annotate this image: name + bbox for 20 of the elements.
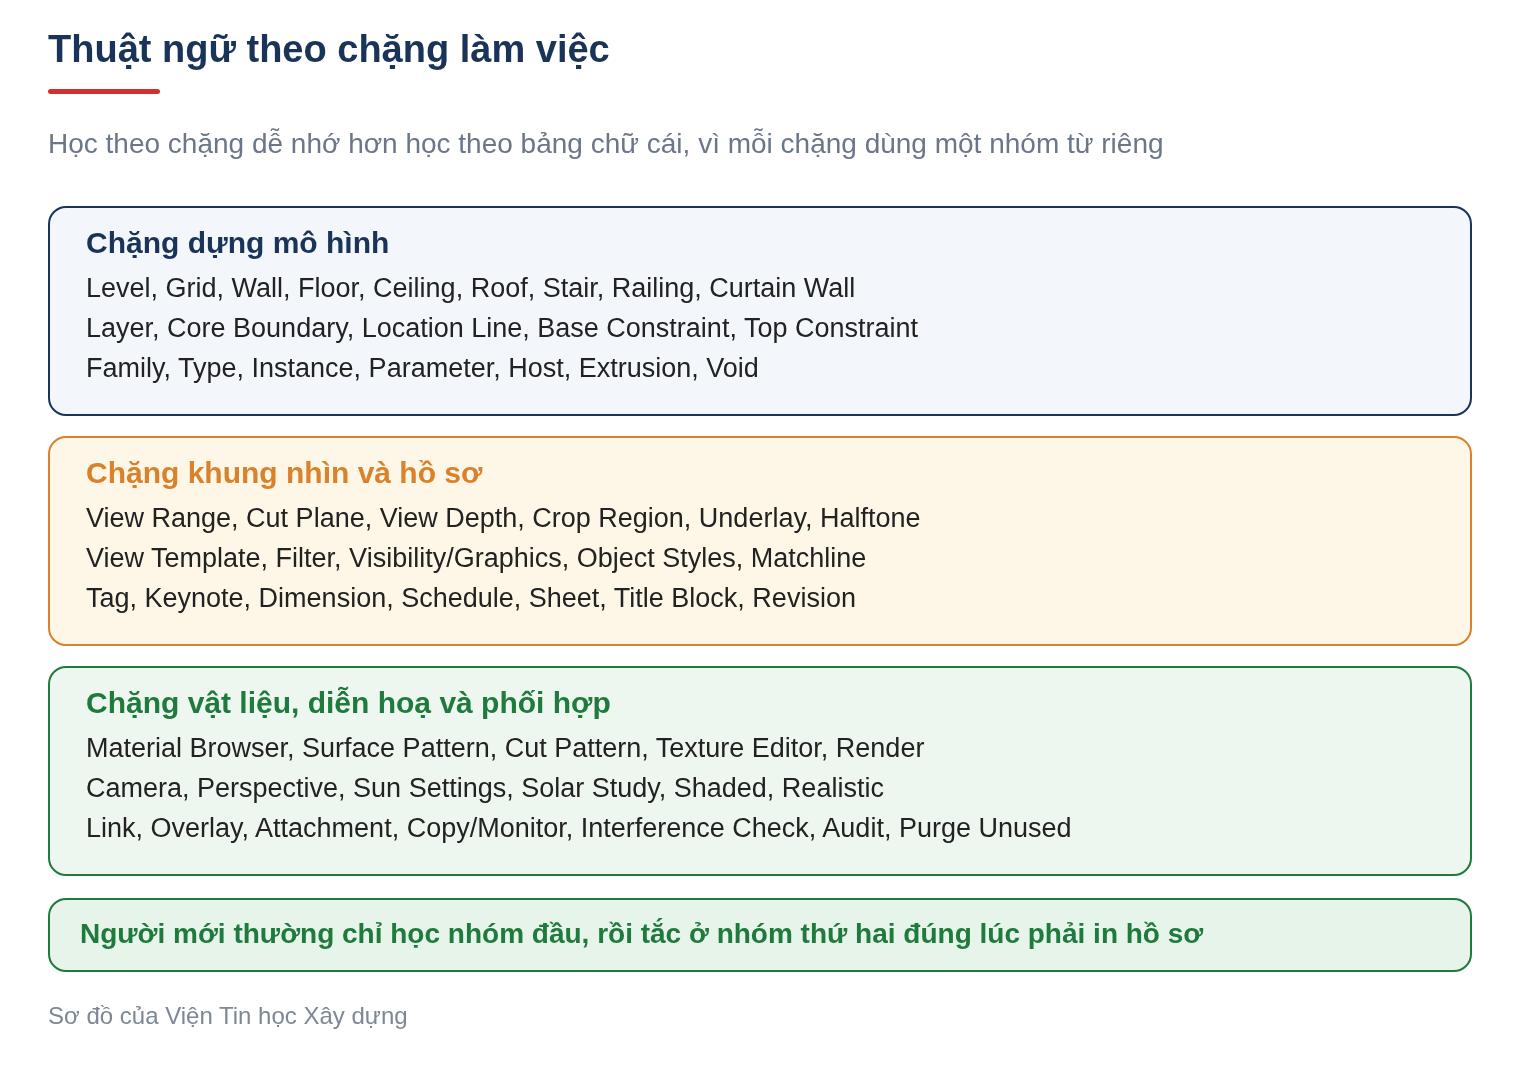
card-heading: Chặng khung nhìn và hồ sơ <box>86 456 483 490</box>
term-list: Camera, Perspective, Sun Settings, Solar Study, Shaded, Realistic <box>86 768 884 808</box>
source-caption: Sơ đồ của Viện Tin học Xây dựng <box>48 1002 408 1030</box>
term-list: Link, Overlay, Attachment, Copy/Monitor, Interference Check, Audit, Purge Unused <box>86 808 1072 848</box>
category-card <box>48 436 1472 646</box>
term-list: Layer, Core Boundary, Location Line, Base Constraint, Top Constraint <box>86 308 918 348</box>
card-heading: Chặng vật liệu, diễn hoạ và phối hợp <box>86 686 611 720</box>
category-card <box>48 666 1472 876</box>
term-list: Level, Grid, Wall, Floor, Ceiling, Roof, Stair, Railing, Curtain Wall <box>86 268 856 308</box>
note-text: Người mới thường chỉ học nhóm đầu, rồi tắc ở nhóm thứ hai đúng lúc phải in hồ sơ <box>80 918 1204 950</box>
card-heading: Chặng dựng mô hình <box>86 226 390 260</box>
note-box <box>48 898 1472 972</box>
term-list: Tag, Keynote, Dimension, Schedule, Sheet, Title Block, Revision <box>86 578 856 618</box>
page-title: Thuật ngữ theo chặng làm việc <box>48 28 610 71</box>
term-list: Family, Type, Instance, Parameter, Host, Extrusion, Void <box>86 348 759 388</box>
category-card <box>48 206 1472 416</box>
term-list: View Range, Cut Plane, View Depth, Crop Region, Underlay, Halftone <box>86 498 921 538</box>
subtitle: Học theo chặng dễ nhớ hơn học theo bảng chữ cái, vì mỗi chặng dùng một nhóm từ riêng <box>48 128 1164 160</box>
term-list: View Template, Filter, Visibility/Graphics, Object Styles, Matchline <box>86 538 867 578</box>
term-list: Material Browser, Surface Pattern, Cut Pattern, Texture Editor, Render <box>86 728 925 768</box>
